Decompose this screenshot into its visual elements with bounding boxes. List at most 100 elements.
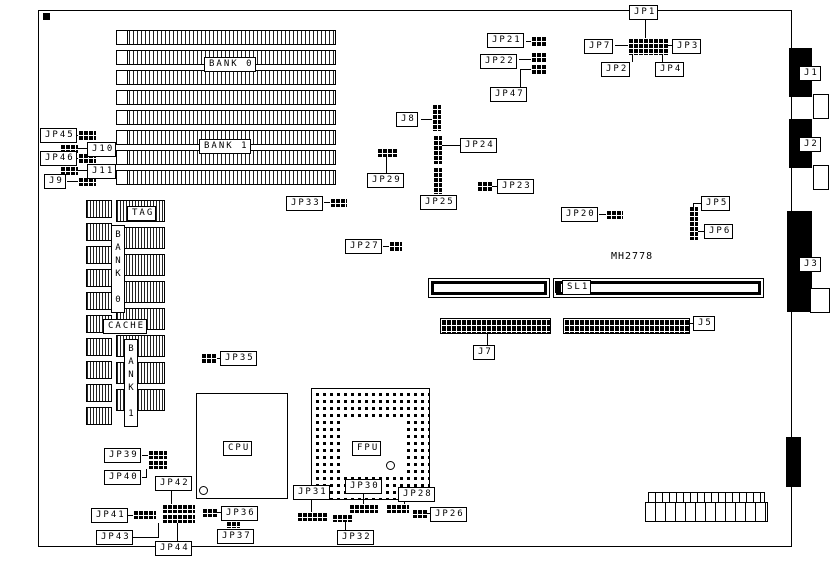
jp39-pins	[148, 450, 167, 459]
jp20-callout	[599, 214, 606, 215]
j7-header	[440, 318, 551, 334]
label-j9: J9	[44, 174, 66, 189]
part-number-text: MH2778	[611, 251, 654, 262]
jp45-pins	[78, 130, 96, 140]
label-j1: J1	[799, 66, 821, 81]
port-opening	[813, 94, 829, 119]
label-j3: J3	[799, 257, 821, 272]
jp21-callout	[526, 41, 531, 42]
jp31-callout	[311, 499, 312, 512]
j5-header	[563, 318, 690, 334]
label-jp46: JP46	[40, 151, 77, 166]
cache-chip	[86, 223, 112, 241]
jp31-pins	[297, 512, 328, 521]
jp25-pins	[433, 167, 442, 194]
jp26-pins	[412, 509, 427, 518]
jp41-callout	[128, 515, 133, 516]
port-opening	[810, 288, 830, 313]
jp26-callout	[427, 513, 431, 514]
label-jp24: JP24	[460, 138, 497, 153]
jp33-callout	[324, 202, 330, 203]
label-jp47: JP47	[490, 87, 527, 102]
jp23-pins	[477, 181, 492, 191]
label-jp7: JP7	[584, 39, 614, 54]
jp47-callout-v	[520, 69, 521, 87]
label-jp33: JP33	[286, 196, 323, 211]
label-memory-bank1: BANK 1	[199, 139, 251, 154]
jp1-pins	[628, 38, 668, 55]
jp7-callout	[615, 45, 628, 46]
label-j10: J10	[87, 142, 117, 157]
label-cache-bank1: BANK 1	[124, 339, 138, 427]
jp32-callout	[345, 522, 346, 530]
j11-pins	[60, 166, 78, 175]
jp44-callout	[177, 523, 178, 541]
label-jp27: JP27	[345, 239, 382, 254]
jp3-callout	[668, 45, 673, 46]
jp46-pins	[78, 153, 96, 163]
slot-opening	[431, 281, 547, 295]
sl1-key-block	[555, 281, 561, 293]
label-jp1: JP1	[629, 5, 659, 20]
label-j11: J11	[87, 164, 117, 179]
label-j8: J8	[396, 112, 418, 127]
cache-chip	[86, 361, 112, 379]
label-memory-bank0: BANK 0	[204, 57, 256, 72]
jp47-pins	[531, 64, 546, 75]
jp27-pins	[389, 241, 402, 251]
jp30-pins	[349, 504, 378, 513]
cache-chip	[86, 338, 112, 356]
label-jp35: JP35	[220, 351, 257, 366]
jp28-pins	[386, 504, 409, 513]
label-jp41: JP41	[91, 508, 128, 523]
simm-socket	[116, 110, 336, 125]
jp5-jp6-pins	[689, 206, 698, 240]
jp36-pins	[202, 508, 217, 517]
jp24-pins	[433, 135, 442, 164]
jp36-callout	[217, 512, 221, 513]
cache-chip	[86, 269, 112, 287]
label-jp21: JP21	[487, 33, 524, 48]
label-jp26: JP26	[430, 507, 467, 522]
jp4-callout	[662, 55, 663, 62]
label-jp6: JP6	[704, 224, 734, 239]
jp35-callout	[217, 358, 220, 359]
jp5-callout-v	[693, 203, 694, 207]
jp6-callout	[698, 231, 704, 232]
simm-socket	[116, 70, 336, 85]
jp43-callout-v	[158, 523, 159, 538]
label-jp5: JP5	[701, 196, 731, 211]
bottom-right-header	[645, 502, 768, 522]
label-jp25: JP25	[420, 195, 457, 210]
jp43-callout-h	[133, 537, 158, 538]
label-sl1: SL1	[562, 280, 592, 295]
jp1-callout	[645, 19, 646, 38]
jp30-callout	[363, 493, 364, 504]
label-jp4: JP4	[655, 62, 685, 77]
jp29-pins	[377, 148, 398, 157]
j10-callout	[78, 148, 87, 149]
simm-socket	[116, 30, 336, 45]
label-jp31: JP31	[293, 485, 330, 500]
jp2-callout	[632, 55, 633, 62]
jp27-callout	[383, 246, 389, 247]
expansion-slot	[428, 278, 550, 298]
jp42-pins	[162, 504, 195, 513]
jp33-pins	[330, 198, 347, 207]
label-cache-bank0: BANK 0	[111, 225, 125, 313]
jp42-callout	[171, 490, 172, 504]
label-jp3: JP3	[672, 39, 702, 54]
j8-callout	[421, 119, 432, 120]
label-jp2: JP2	[601, 62, 631, 77]
label-jp45: JP45	[40, 128, 77, 143]
label-j5: J5	[693, 316, 715, 331]
j11-callout	[78, 170, 87, 171]
jp41-pins	[133, 510, 156, 519]
cache-chip	[86, 407, 112, 425]
j9-callout	[67, 181, 78, 182]
jp29-callout	[386, 157, 387, 173]
cache-chip	[86, 200, 112, 218]
label-jp28: JP28	[398, 487, 435, 502]
label-jp37: JP37	[217, 529, 254, 544]
